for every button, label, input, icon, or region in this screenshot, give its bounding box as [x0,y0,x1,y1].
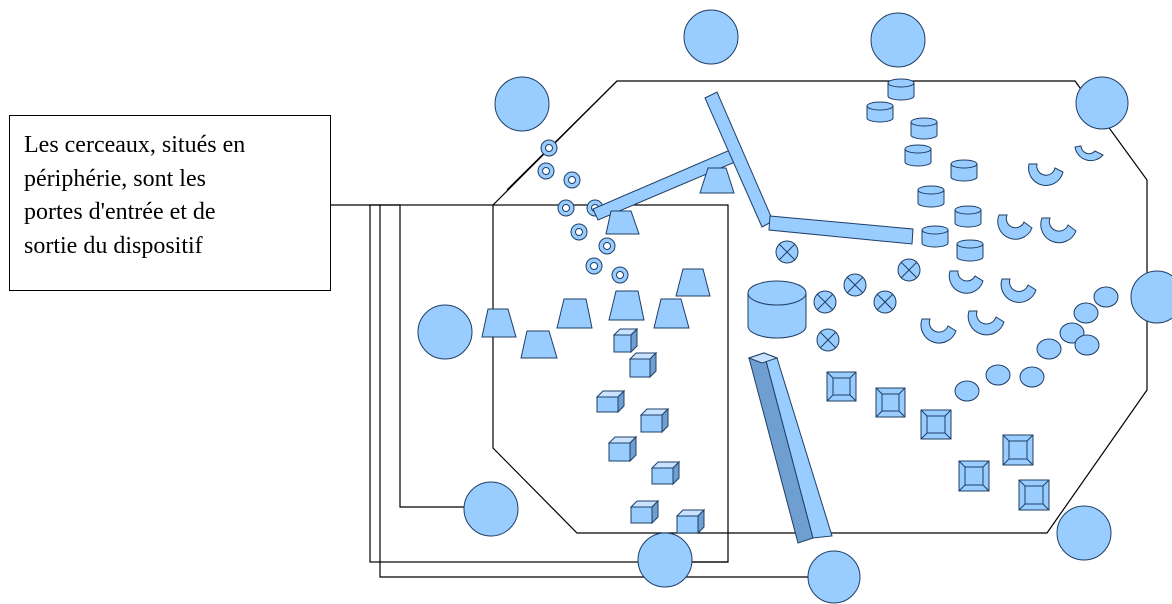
cube-block [650,460,681,486]
inner-zone-outline [369,204,729,563]
drum-icon [887,78,915,101]
callout-line: sortie du dispositif [24,232,203,259]
ring-icon [570,223,588,241]
trapezoid-block [556,298,593,329]
crossed-ball-icon [897,258,921,282]
oval-stone [1019,366,1045,388]
arc-piece [997,214,1033,240]
drum-icon [904,144,932,167]
crossed-ball-icon [813,290,837,314]
gate-circle [1056,505,1112,561]
ring-icon [537,162,555,180]
drum-icon [910,117,938,140]
ring-icon [598,237,616,255]
oval-stone [985,364,1011,386]
arc-pieces [920,145,1104,344]
gate-circle [1075,76,1129,130]
gate-circle [417,304,473,360]
arc-piece [920,318,957,344]
trapezoid-block [481,308,517,338]
connector-line-outer [331,204,808,578]
ring-icon [563,171,581,189]
crossed-ball-icon [775,240,799,264]
arc-piece [1000,278,1037,303]
crossed-balls [775,240,921,352]
framed-square [1018,479,1050,511]
gate-circle [807,550,861,604]
gate-circle [683,9,739,65]
trapezoid-block [520,330,558,359]
callout-line: périphérie, sont les [24,165,206,192]
crossed-ball-icon [873,290,897,314]
gate-circle [463,481,519,537]
trapezoid-block [699,167,735,194]
cube-block [595,389,626,414]
ring-icon [611,266,629,284]
cube-block [629,499,660,525]
large-cylinder [747,280,807,339]
oval-stones [954,286,1119,402]
drum-icon [866,101,894,123]
framed-square [1002,434,1034,466]
oval-stone [1074,334,1100,356]
crossed-ball-icon [816,328,840,352]
small-cylinders [866,78,984,262]
drum-icon [921,225,949,248]
cube-block [639,407,670,434]
cube-block [612,327,639,354]
oval-stone [1093,286,1119,308]
drum-icon [917,185,945,208]
callout-box: Les cerceaux, situés en périphérie, sont… [9,115,331,291]
trapezoid-block [653,298,690,329]
drum-icon [956,239,984,262]
arc-piece [1028,163,1064,186]
peripheral-gates [417,9,1172,604]
gate-circle [870,12,926,68]
gate-circle [637,532,693,588]
cube-block [607,435,638,463]
beams [592,91,914,544]
trapezoid-block [675,268,711,297]
ring-icon [585,257,603,275]
room-outline-left-corner [506,80,618,191]
crossed-ball-icon [843,273,867,297]
cube-blocks [595,327,706,535]
trapezoid-block [605,210,640,235]
callout-line: Les cerceaux, situés en [24,132,246,158]
framed-square [826,371,857,402]
arc-piece [967,310,1005,336]
beam-plank [768,215,914,245]
arc-piece [1040,217,1077,244]
oval-stone [1073,302,1099,324]
ring-icon [557,199,575,217]
framed-square [958,460,990,492]
framed-squares [826,371,1050,511]
framed-square [920,409,952,440]
connector-line-inner [380,204,466,508]
trapezoid-blocks [481,167,735,359]
ring-icon [540,139,558,157]
drum-icon [950,159,978,182]
cube-block [675,508,706,535]
gate-circle [494,76,550,132]
arc-piece [1074,145,1104,162]
gate-circle [1130,270,1172,324]
standing-beam-top [747,352,779,364]
oval-stone [1036,338,1062,360]
drum-icon [954,205,982,228]
oval-stone [954,380,980,402]
callout-line: portes d'entrée et de [24,199,216,225]
cube-block [628,351,658,379]
framed-square [875,387,906,418]
arc-piece [948,270,984,294]
trapezoid-block [608,290,645,321]
